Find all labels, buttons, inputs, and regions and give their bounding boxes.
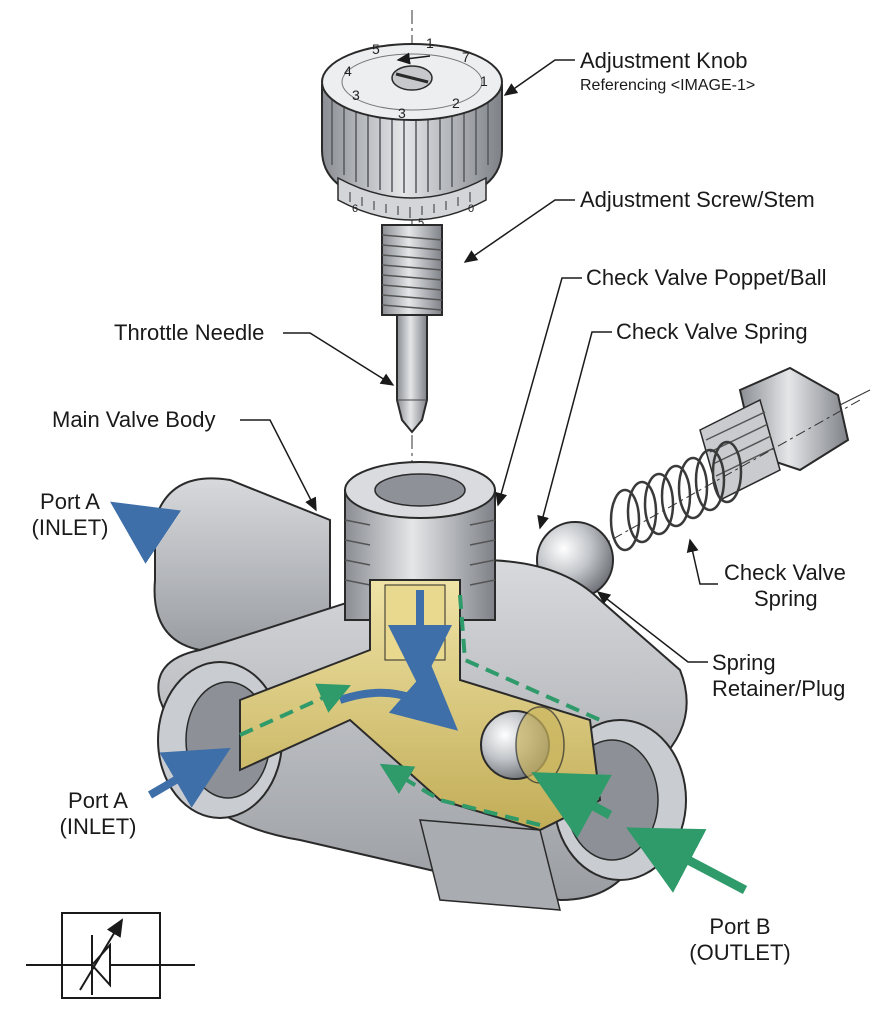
label-throttle-needle: Throttle Needle [114, 320, 265, 345]
label-check-valve-spring-right-line1: Check Valve [724, 560, 846, 585]
label-adjustment-knob: Adjustment Knob [580, 48, 748, 73]
label-main-valve-body: Main Valve Body [52, 407, 216, 432]
throttle-check-valve-symbol [26, 912, 195, 999]
blue-flow-path [110, 501, 459, 808]
knob-number: 7 [462, 49, 470, 65]
label-spring-retainer: Spring Retainer/Plug [712, 650, 845, 702]
label-adjustment-knob-ref: Referencing <IMAGE-1> [580, 77, 756, 94]
label-spring-retainer-line2: Retainer/Plug [712, 676, 846, 701]
label-port-a-top: Port A (INLET) [22, 489, 118, 541]
label-spring-retainer-line1: Spring [712, 650, 776, 675]
label-adjustment-screw: Adjustment Screw/Stem [580, 187, 815, 212]
knob-number: 3 [352, 87, 360, 103]
knob-number: 4 [344, 63, 352, 79]
main-valve-body [153, 461, 688, 911]
leader-lines [240, 59, 718, 663]
label-check-valve-spring-right-line2: Spring [754, 586, 818, 611]
knob-number: 3 [398, 105, 406, 121]
knob-number: 1 [480, 73, 488, 89]
label-check-valve-spring: Check Valve Spring [616, 319, 808, 344]
adjustment-screw-stem [381, 224, 443, 316]
spring-retainer-plug [699, 366, 871, 502]
knob-number: 1 [426, 35, 434, 51]
scale-number: 0 [468, 203, 474, 215]
check-valve-spring [609, 440, 743, 552]
adjustment-knob: 1 7 1 2 3 3 4 5 6 5 0 [321, 35, 503, 229]
label-port-b-line2: (OUTLET) [689, 940, 791, 965]
label-port-b-line1: Port B [709, 914, 771, 939]
green-flow-path [239, 594, 748, 894]
label-port-a-top-line1: Port A [40, 489, 100, 514]
scale-number: 5 [418, 217, 424, 229]
label-port-a-bottom-line2: (INLET) [59, 814, 137, 839]
label-port-a-bottom: Port A (INLET) [50, 788, 146, 840]
throttle-needle [396, 314, 428, 434]
label-check-valve-spring-right: Check Valve Spring [724, 560, 846, 612]
label-port-b: Port B (OUTLET) [680, 914, 800, 966]
label-port-a-bottom-line1: Port A [68, 788, 128, 813]
knob-number: 2 [452, 95, 460, 111]
label-check-valve-poppet: Check Valve Poppet/Ball [586, 265, 827, 290]
check-axis-line [539, 399, 861, 581]
scale-number: 6 [352, 203, 358, 215]
label-port-a-top-line2: (INLET) [31, 515, 109, 540]
knob-number: 5 [372, 41, 380, 57]
